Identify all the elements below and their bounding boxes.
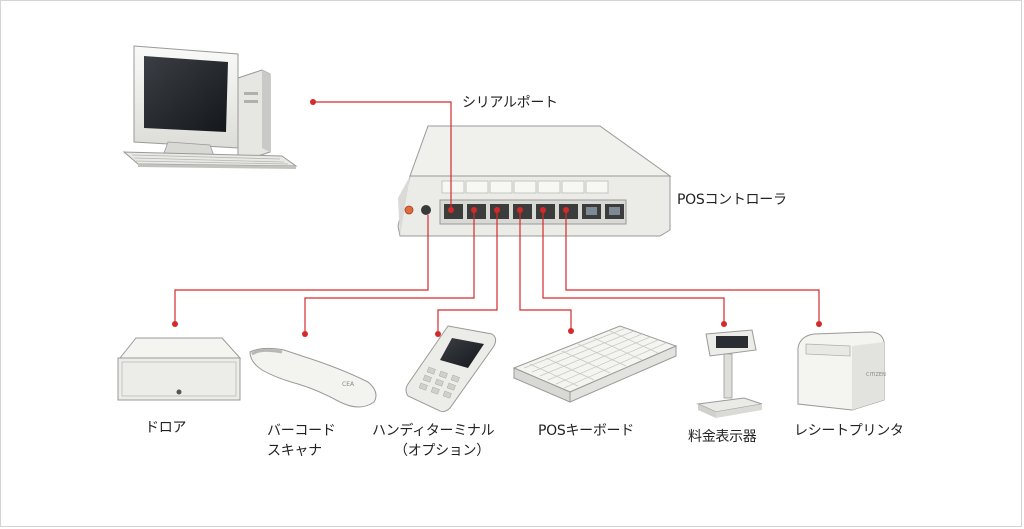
computer-icon [122, 45, 298, 169]
svg-text:CITIZEN: CITIZEN [866, 372, 886, 378]
handy-label-line2: （オプション） [394, 443, 490, 459]
receipt-printer-label: レシートプリンタ [794, 423, 904, 439]
handy-terminal-icon [405, 325, 497, 413]
connection-lines [174, 101, 820, 333]
barcode-label-line2: スキャナ [267, 443, 322, 459]
pos-controller-label: POSコントローラ [677, 192, 787, 208]
keyboard-cable-line [519, 210, 572, 330]
cash-drawer-label: ドロア [145, 420, 187, 436]
drawer-cable-line [174, 215, 429, 323]
price-display-icon [696, 329, 763, 418]
receipt-printer-icon: CITIZEN [797, 331, 886, 411]
printer-cable-line [565, 210, 820, 323]
pos-keyboard-label: POSキーボード [538, 423, 634, 439]
barcode-label-line1: バーコード [267, 423, 336, 439]
price-display-label: 料金表示器 [688, 429, 757, 445]
barcode-cable-line [304, 210, 475, 333]
handy-cable-line [437, 210, 498, 333]
display-cable-line [542, 210, 725, 323]
svg-text:CEA: CEA [342, 381, 355, 388]
pos-keyboard-icon [512, 325, 678, 403]
connection-dots [172, 99, 822, 337]
serial-cable-line [313, 101, 452, 210]
handy-label-line1: ハンディターミナル [372, 423, 495, 439]
pos-controller-icon [397, 125, 672, 237]
barcode-scanner-icon: CEA [249, 347, 377, 408]
serial-port-label: シリアルポート [462, 95, 558, 111]
cash-drawer-icon [117, 337, 242, 401]
